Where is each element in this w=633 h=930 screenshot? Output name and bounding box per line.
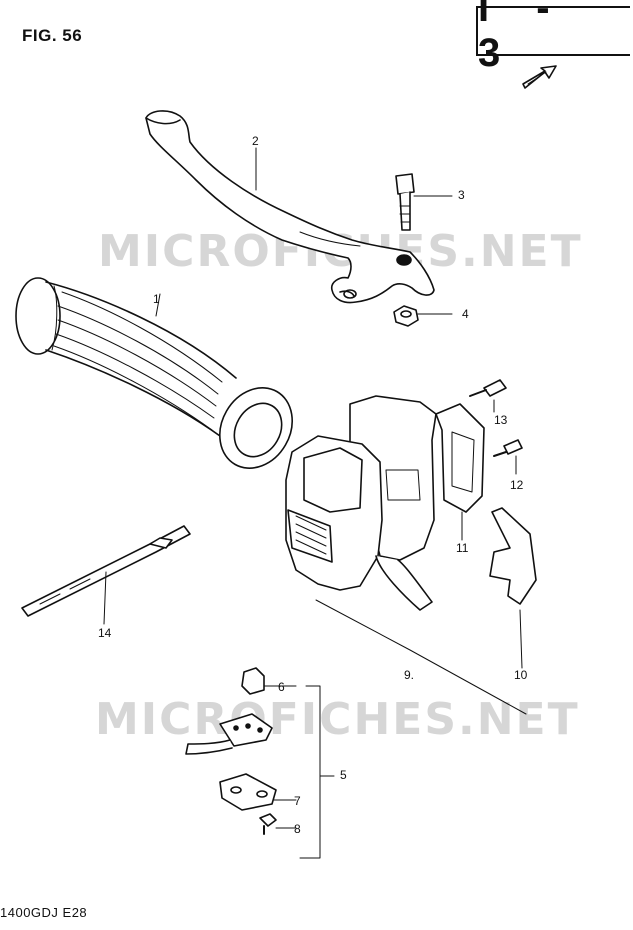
cover-part xyxy=(489,507,537,669)
callout-9: 9. xyxy=(404,668,415,682)
watermark-bottom: MICROFICHES.NET xyxy=(95,694,580,745)
switch-assembly-set-part xyxy=(185,713,273,755)
callout-2: 2 xyxy=(252,134,259,148)
callout-8: 8 xyxy=(294,822,301,836)
cable-band-part xyxy=(21,525,191,625)
callout-11: 11 xyxy=(456,541,469,555)
callout-13: 13 xyxy=(494,413,508,427)
lever-part xyxy=(145,110,435,304)
callout-5: 5 xyxy=(340,768,347,782)
screw-13-part xyxy=(469,379,507,413)
callout-1: 1 xyxy=(153,292,160,306)
screw-12-part xyxy=(493,439,523,475)
callout-7: 7 xyxy=(294,794,301,808)
callout-4: 4 xyxy=(462,307,469,321)
nut-part xyxy=(393,305,453,327)
switch-knob-part xyxy=(241,667,297,695)
section-code: I - 3 xyxy=(476,0,630,75)
switch-housing-part xyxy=(285,395,527,715)
switch-plate-part xyxy=(219,773,297,811)
figure-title: FIG. 56 xyxy=(22,26,83,45)
callout-10: 10 xyxy=(514,668,528,682)
callout-12: 12 xyxy=(510,478,524,492)
direction-arrow-icon xyxy=(522,65,557,89)
grip-part xyxy=(15,277,293,469)
bolt-part xyxy=(395,173,453,231)
callout-6: 6 xyxy=(278,680,285,694)
callout-14: 14 xyxy=(98,626,112,640)
screw-8-part xyxy=(259,813,297,835)
switch-part xyxy=(435,403,485,541)
model-code: 1400GDJ E28 xyxy=(0,905,88,920)
callout-3: 3 xyxy=(458,188,465,202)
